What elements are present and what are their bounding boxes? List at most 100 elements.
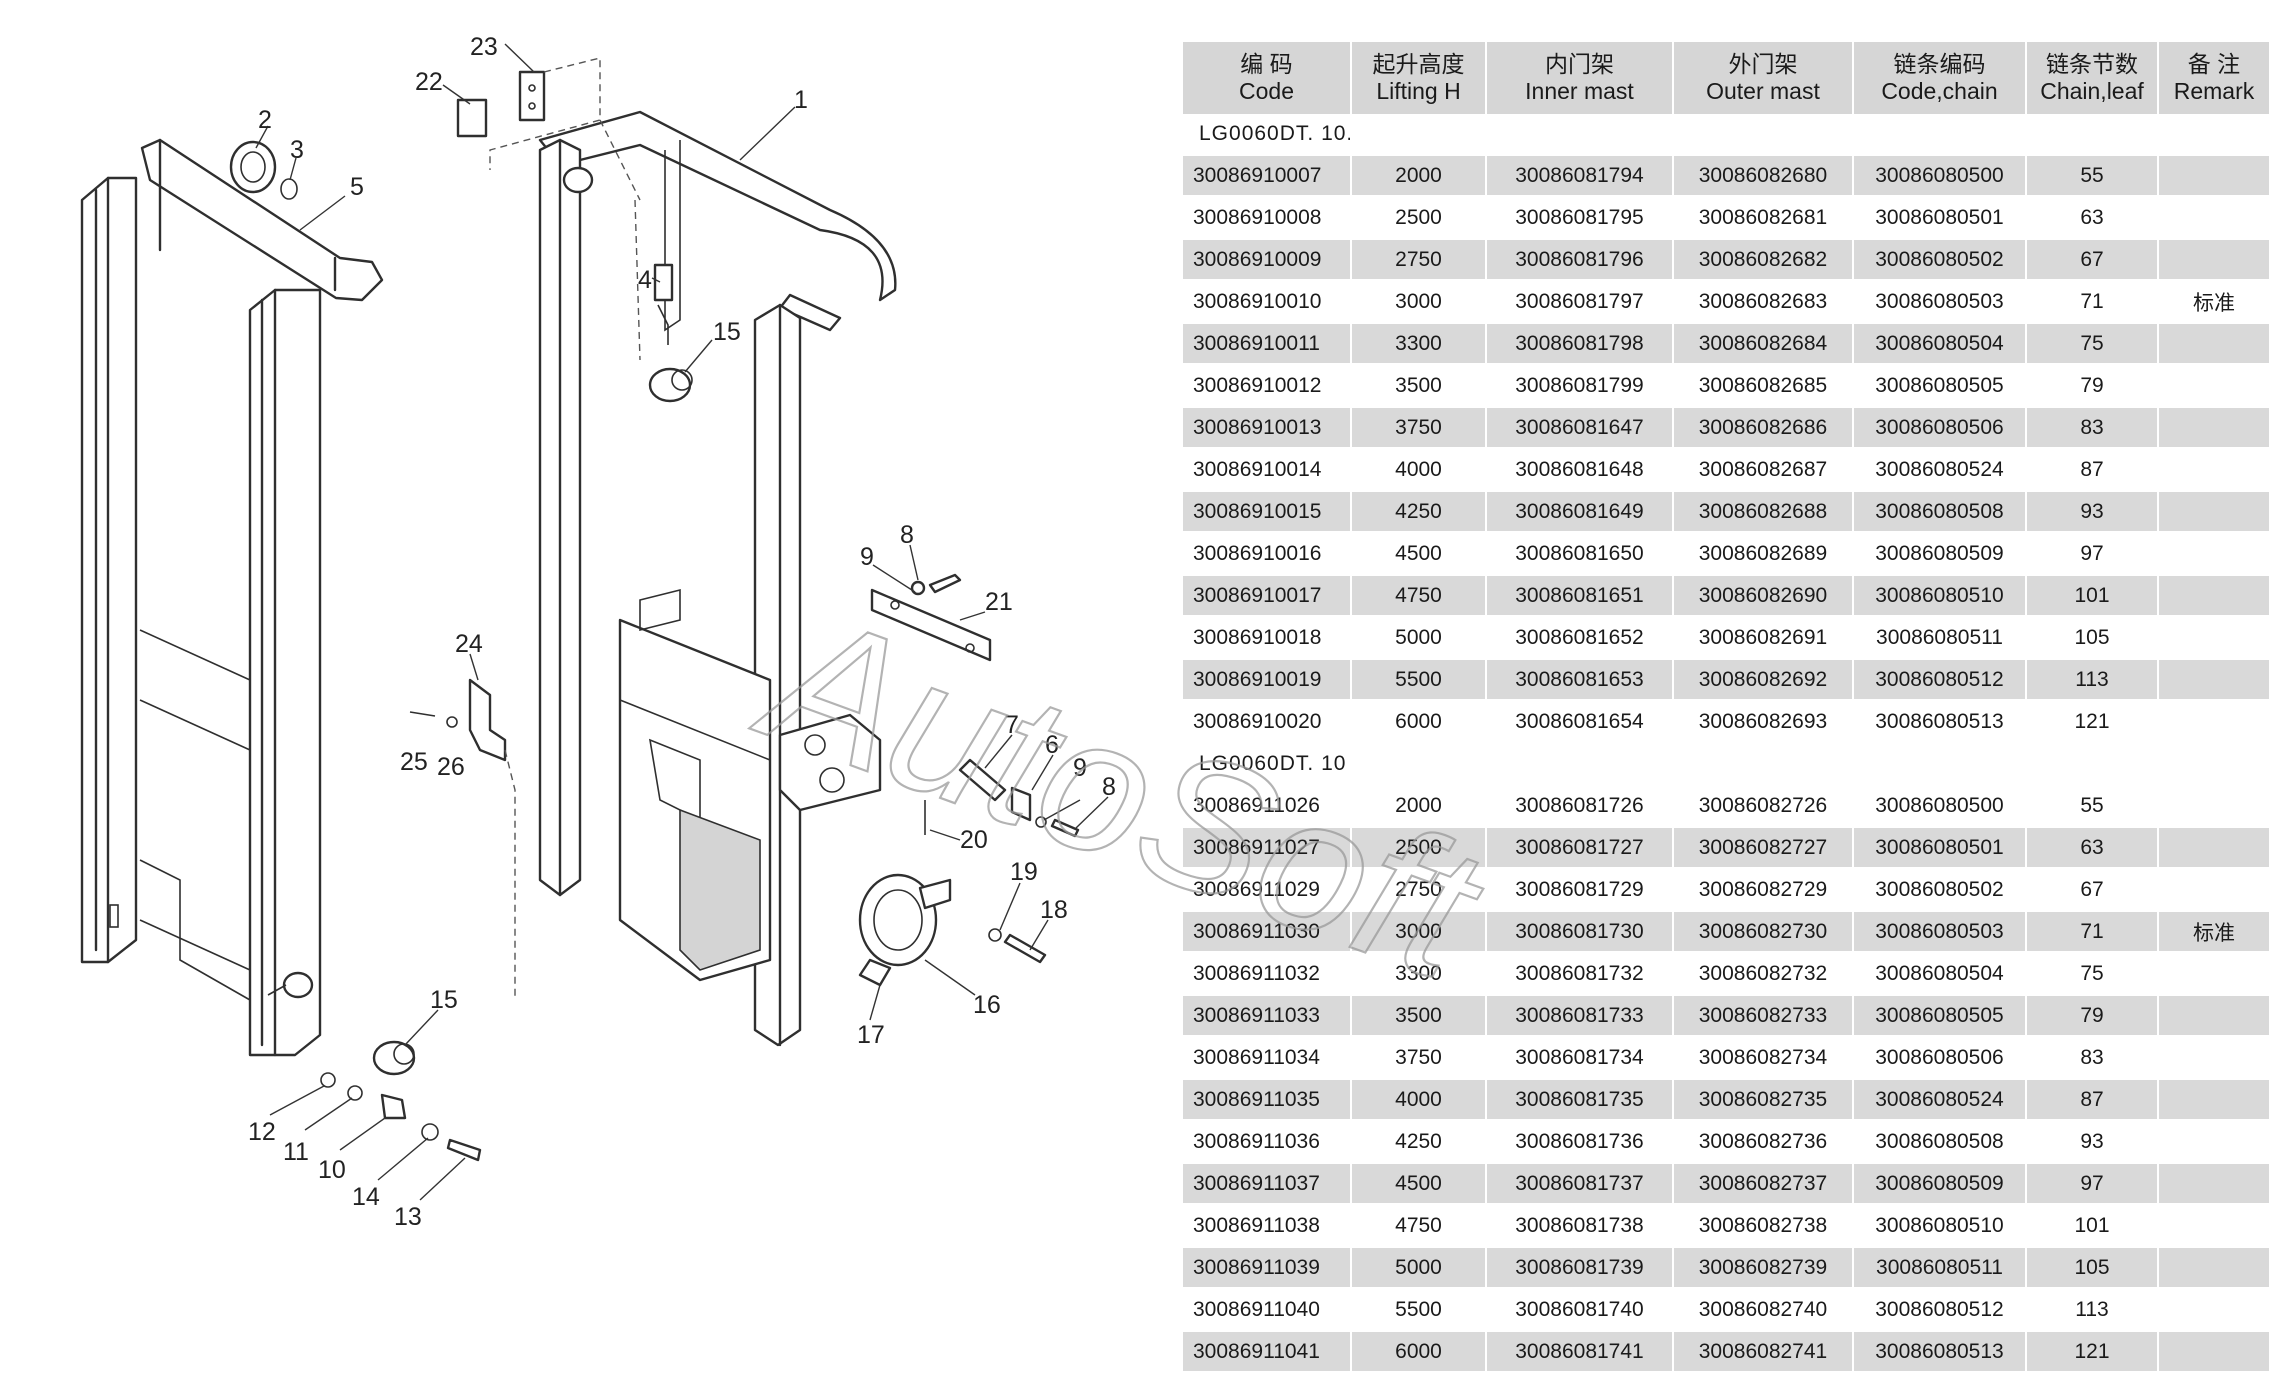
cell-inner-mast: 30086081648 bbox=[1486, 448, 1674, 492]
cell-chain-code: 30086080508 bbox=[1853, 1120, 2027, 1164]
callout-9-lower: 9 bbox=[1073, 754, 1087, 782]
cell-chain-leaf: 83 bbox=[2026, 406, 2159, 450]
cell-remark bbox=[2158, 322, 2271, 366]
cell-chain-leaf: 105 bbox=[2026, 1246, 2159, 1290]
cell-remark bbox=[2158, 574, 2271, 618]
cell-chain-code: 30086080505 bbox=[1853, 994, 2027, 1038]
cell-lifting-height: 5000 bbox=[1351, 1246, 1487, 1290]
cell-outer-mast: 30086082685 bbox=[1673, 364, 1854, 408]
cell-code: 30086910013 bbox=[1183, 406, 1352, 450]
callout-17: 17 bbox=[857, 1021, 885, 1049]
exploded-mast-diagram: 1 2 3 4 5 6 7 8 8 9 9 10 11 12 13 14 15 … bbox=[80, 33, 1116, 1231]
cell-code: 30086911036 bbox=[1183, 1120, 1352, 1164]
cell-chain-leaf: 67 bbox=[2026, 868, 2159, 912]
cell-remark: 标准 bbox=[2158, 280, 2271, 324]
callout-13: 13 bbox=[394, 1203, 422, 1231]
cell-code: 30086910019 bbox=[1183, 658, 1352, 702]
cell-lifting-height: 4000 bbox=[1351, 1078, 1487, 1122]
callout-labels: 1 2 3 4 5 6 7 8 8 9 9 10 11 12 13 14 15 … bbox=[248, 33, 1116, 1231]
cell-remark bbox=[2158, 868, 2271, 912]
cell-outer-mast: 30086082734 bbox=[1673, 1036, 1854, 1080]
callout-12: 12 bbox=[248, 1118, 276, 1146]
cell-chain-code: 30086080512 bbox=[1853, 658, 2027, 702]
cell-chain-code: 30086080513 bbox=[1853, 700, 2027, 744]
cell-code: 30086910014 bbox=[1183, 448, 1352, 492]
cell-chain-code: 30086080511 bbox=[1853, 616, 2027, 660]
cell-chain-code: 30086080502 bbox=[1853, 238, 2027, 282]
group-empty-cell bbox=[2026, 114, 2159, 156]
cell-chain-leaf: 97 bbox=[2026, 532, 2159, 576]
bearing-2 bbox=[229, 140, 298, 200]
cell-code: 30086911039 bbox=[1183, 1246, 1352, 1290]
cell-inner-mast: 30086081733 bbox=[1486, 994, 1674, 1038]
cell-outer-mast: 30086082688 bbox=[1673, 490, 1854, 534]
cell-inner-mast: 30086081796 bbox=[1486, 238, 1674, 282]
cell-remark bbox=[2158, 1330, 2271, 1374]
cell-outer-mast: 30086082687 bbox=[1673, 448, 1854, 492]
callout-2: 2 bbox=[258, 106, 272, 134]
group-empty-cell bbox=[1351, 742, 1487, 786]
callout-1: 1 bbox=[794, 86, 808, 114]
cell-chain-leaf: 55 bbox=[2026, 784, 2159, 828]
callout-15-lower: 15 bbox=[430, 986, 458, 1014]
group-empty-cell bbox=[1351, 114, 1487, 156]
cell-chain-code: 30086080502 bbox=[1853, 868, 2027, 912]
cell-lifting-height: 4250 bbox=[1351, 1120, 1487, 1164]
cell-remark bbox=[2158, 532, 2271, 576]
callout-5: 5 bbox=[350, 173, 364, 201]
callout-21: 21 bbox=[985, 588, 1013, 616]
group-row: LG0060DT. 10. I bbox=[1183, 114, 2271, 156]
cell-remark bbox=[2158, 154, 2271, 198]
cell-code: 30086910007 bbox=[1183, 154, 1352, 198]
cell-lifting-height: 2000 bbox=[1351, 154, 1487, 198]
callout-3: 3 bbox=[290, 136, 304, 164]
callout-8-upper: 8 bbox=[900, 521, 914, 549]
group-empty-cell bbox=[1673, 742, 1854, 786]
cell-chain-leaf: 55 bbox=[2026, 154, 2159, 198]
cell-lifting-height: 5500 bbox=[1351, 1288, 1487, 1332]
cell-remark bbox=[2158, 826, 2271, 870]
cell-lifting-height: 4750 bbox=[1351, 1204, 1487, 1248]
cell-remark bbox=[2158, 700, 2271, 744]
callout-18: 18 bbox=[1040, 896, 1068, 924]
cell-inner-mast: 30086081735 bbox=[1486, 1078, 1674, 1122]
group-label: LG0060DT. 10. I bbox=[1183, 114, 1352, 156]
cell-code: 30086911041 bbox=[1183, 1330, 1352, 1374]
outer-mast bbox=[80, 138, 384, 1057]
cell-chain-code: 30086080512 bbox=[1853, 1288, 2027, 1332]
cell-outer-mast: 30086082682 bbox=[1673, 238, 1854, 282]
cell-inner-mast: 30086081738 bbox=[1486, 1204, 1674, 1248]
cell-inner-mast: 30086081799 bbox=[1486, 364, 1674, 408]
cell-chain-code: 30086080501 bbox=[1853, 196, 2027, 240]
cell-code: 30086911040 bbox=[1183, 1288, 1352, 1332]
cell-chain-leaf: 113 bbox=[2026, 1288, 2159, 1332]
cell-lifting-height: 4250 bbox=[1351, 490, 1487, 534]
cell-inner-mast: 30086081732 bbox=[1486, 952, 1674, 996]
cell-remark bbox=[2158, 784, 2271, 828]
cell-chain-code: 30086080524 bbox=[1853, 448, 2027, 492]
callout-24: 24 bbox=[455, 630, 483, 658]
cell-inner-mast: 30086081729 bbox=[1486, 868, 1674, 912]
cell-outer-mast: 30086082691 bbox=[1673, 616, 1854, 660]
group-empty-cell bbox=[2158, 114, 2271, 156]
cell-lifting-height: 6000 bbox=[1351, 1330, 1487, 1374]
cell-code: 30086911034 bbox=[1183, 1036, 1352, 1080]
cell-inner-mast: 30086081797 bbox=[1486, 280, 1674, 324]
cell-lifting-height: 3000 bbox=[1351, 910, 1487, 954]
